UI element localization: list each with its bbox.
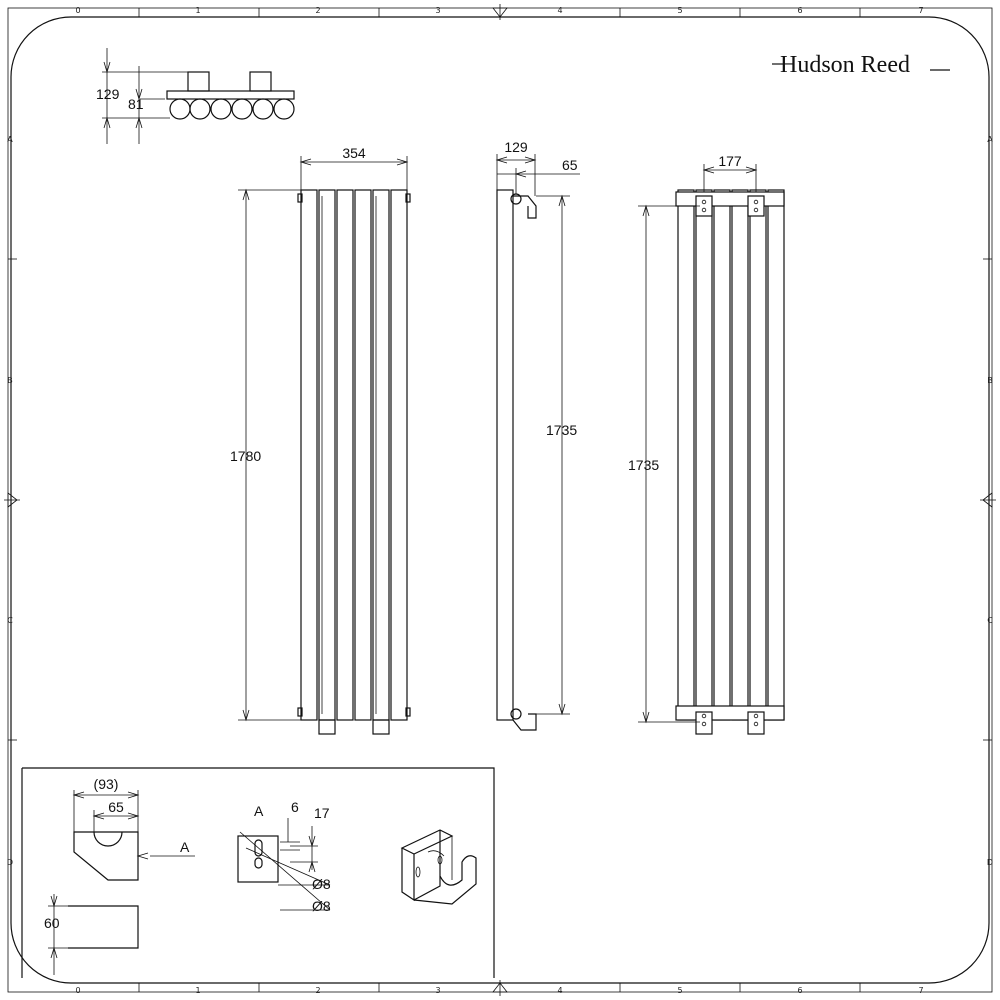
grid-col-7-top: 7 bbox=[918, 6, 923, 15]
brand-logo: Hudson Reed bbox=[772, 52, 950, 78]
grid-row-b-left: B bbox=[7, 376, 13, 385]
dim-hole-2: Ø8 bbox=[312, 898, 331, 914]
dim-side-depth: 129 bbox=[504, 139, 528, 155]
front-view: 354 1780 bbox=[230, 145, 411, 735]
grid-col-1-bottom: 1 bbox=[195, 986, 200, 995]
dim-bracket-overall: (93) bbox=[94, 776, 119, 792]
dim-rear-height: 1735 bbox=[628, 457, 659, 473]
bracket-isometric bbox=[400, 829, 477, 905]
dim-front-height: 1780 bbox=[230, 448, 261, 464]
grid-labels: 0 1 2 3 4 5 6 7 0 1 2 3 4 5 6 7 A B C D … bbox=[7, 6, 993, 995]
grid-col-6-bottom: 6 bbox=[797, 986, 802, 995]
dim-side-height: 1735 bbox=[546, 422, 577, 438]
grid-row-c-right: C bbox=[987, 616, 993, 625]
grid-col-4-top: 4 bbox=[557, 6, 562, 15]
grid-col-5-bottom: 5 bbox=[677, 986, 682, 995]
grid-col-2-bottom: 2 bbox=[315, 986, 320, 995]
dim-bracket-height: 60 bbox=[44, 915, 60, 931]
brand-name: Hudson Reed bbox=[780, 52, 910, 78]
grid-col-5-top: 5 bbox=[677, 6, 682, 15]
grid-row-c-left: C bbox=[7, 616, 13, 625]
dim-top-total-depth: 129 bbox=[96, 86, 120, 102]
dim-rear-bracket-centres: 177 bbox=[718, 153, 742, 169]
grid-col-0-bottom: 0 bbox=[75, 986, 80, 995]
dim-side-wall-gap: 65 bbox=[562, 157, 578, 173]
grid-col-2-top: 2 bbox=[315, 6, 320, 15]
grid-row-d-right: D bbox=[987, 858, 993, 867]
grid-col-3-bottom: 3 bbox=[435, 986, 440, 995]
dim-hole-1: Ø8 bbox=[312, 876, 331, 892]
dim-slot-pitch: 17 bbox=[314, 805, 330, 821]
bracket-detail-panel: A (93) 65 60 A Ø8 Ø8 6 17 bbox=[21, 767, 495, 978]
rear-view: 177 1735 bbox=[628, 153, 785, 735]
grid-col-3-top: 3 bbox=[435, 6, 440, 15]
dim-bracket-depth: 65 bbox=[108, 799, 124, 815]
grid-row-a-left: A bbox=[7, 135, 13, 144]
dim-top-tube-depth: 81 bbox=[128, 96, 144, 112]
grid-row-d-left: D bbox=[7, 858, 13, 867]
grid-col-7-bottom: 7 bbox=[918, 986, 923, 995]
dim-front-width: 354 bbox=[342, 145, 366, 161]
view-a-name: A bbox=[254, 803, 264, 819]
grid-col-1-top: 1 bbox=[195, 6, 200, 15]
side-view: 129 65 1735 bbox=[495, 139, 580, 731]
grid-row-a-right: A bbox=[987, 135, 993, 144]
grid-row-b-right: B bbox=[987, 376, 993, 385]
view-arrow-a: A bbox=[180, 839, 190, 855]
grid-col-6-top: 6 bbox=[797, 6, 802, 15]
dim-slot-width: 6 bbox=[291, 799, 299, 815]
grid-col-0-top: 0 bbox=[75, 6, 80, 15]
sheet-frame bbox=[4, 4, 996, 996]
top-view: 129 81 bbox=[96, 48, 295, 144]
grid-col-4-bottom: 4 bbox=[557, 986, 562, 995]
